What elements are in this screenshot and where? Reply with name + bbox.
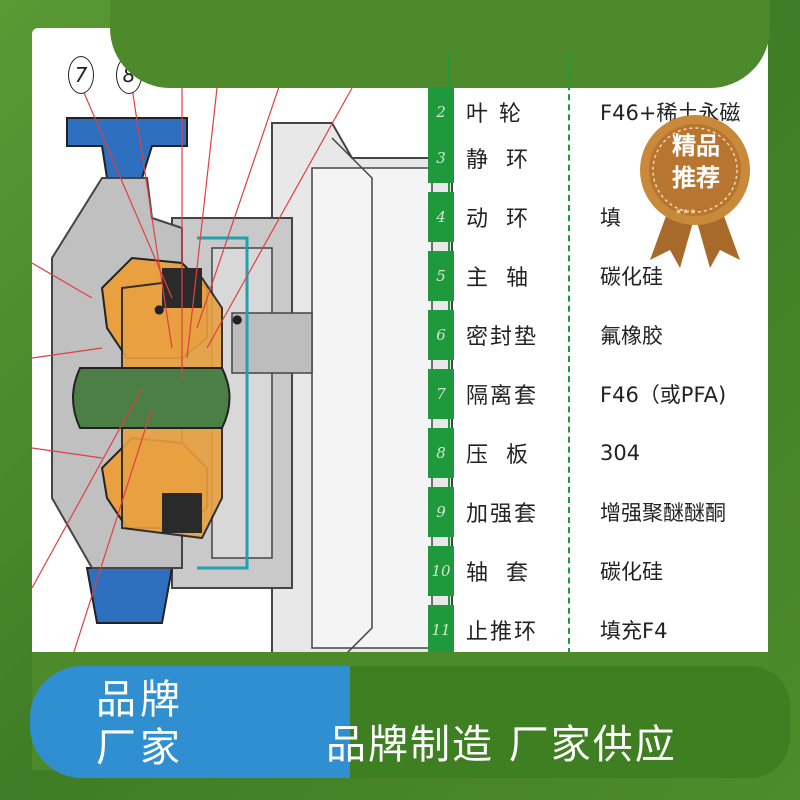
part-name: 压板: [466, 443, 547, 468]
slogan-bar: [310, 666, 790, 778]
part-number: 2: [428, 87, 454, 137]
brand-label: 品牌 厂家: [96, 676, 226, 772]
part-name: 静环: [466, 148, 547, 173]
part-number: 9: [428, 487, 454, 537]
part-number: 7: [428, 369, 454, 419]
svg-text:●: ●: [154, 302, 164, 316]
part-number: 11: [428, 605, 454, 655]
part-number: 4: [428, 192, 454, 242]
part-name: 隔离套: [466, 384, 539, 409]
part-material: 碳化硅: [600, 560, 663, 584]
callout-7: 7: [68, 56, 94, 94]
svg-text:●: ●: [232, 312, 242, 326]
badge-line-2: 推荐: [672, 164, 720, 192]
brand-line-1: 品牌: [96, 677, 184, 723]
table-row: 9 加强套 增强聚醚醚酮: [424, 482, 736, 540]
table-row: 7 隔离套 F46（或PFA): [424, 364, 736, 422]
part-name: 密封垫: [466, 325, 539, 350]
table-row: 5 主轴 碳化硅: [424, 246, 736, 304]
table-row: 8 压板 304: [424, 423, 736, 481]
part-name: 止推环: [466, 620, 539, 645]
part-number: 6: [428, 310, 454, 360]
part-number: 5: [428, 251, 454, 301]
slogan-text: 品牌制造 厂家供应: [326, 722, 677, 768]
brand-tab: [30, 666, 350, 778]
part-number: 8: [428, 428, 454, 478]
award-rosette-icon: ★★★: [640, 115, 750, 268]
table-row: 3 静环: [424, 128, 736, 186]
table-row: 11 止推环 填充F4: [424, 600, 736, 658]
part-material: 填: [600, 206, 621, 230]
part-name: 动环: [466, 207, 547, 232]
badge-line-1: 精品: [672, 132, 720, 160]
part-number: 10: [428, 546, 454, 596]
part-name: 轴套: [466, 561, 547, 586]
part-material: 填充F4: [600, 619, 668, 643]
table-row: 4 动环 填: [424, 187, 736, 245]
part-material: 304: [600, 441, 641, 465]
brand-line-2: 厂家: [96, 725, 184, 771]
part-number: 3: [428, 133, 454, 183]
table-row: 2 叶 轮 F46+稀土永磁: [424, 82, 740, 140]
part-material: 氟橡胶: [600, 324, 663, 348]
badge-label: 精品 推荐: [658, 130, 734, 194]
table-row: 10 轴套 碳化硅: [424, 541, 736, 599]
svg-text:★★★: ★★★: [675, 207, 697, 216]
part-material: 碳化硅: [600, 265, 663, 289]
table-row: 6 密封垫 氟橡胶: [424, 305, 736, 363]
top-banner: [110, 0, 770, 88]
pump-cross-section-drawing: ● ●: [32, 77, 453, 669]
part-material: F46（或PFA): [600, 383, 727, 407]
part-name: 叶 轮: [466, 102, 523, 127]
part-material: 增强聚醚醚酮: [600, 501, 726, 525]
part-name: 加强套: [466, 502, 539, 527]
part-name: 主轴: [466, 266, 547, 291]
table-divider-right: [568, 54, 570, 654]
